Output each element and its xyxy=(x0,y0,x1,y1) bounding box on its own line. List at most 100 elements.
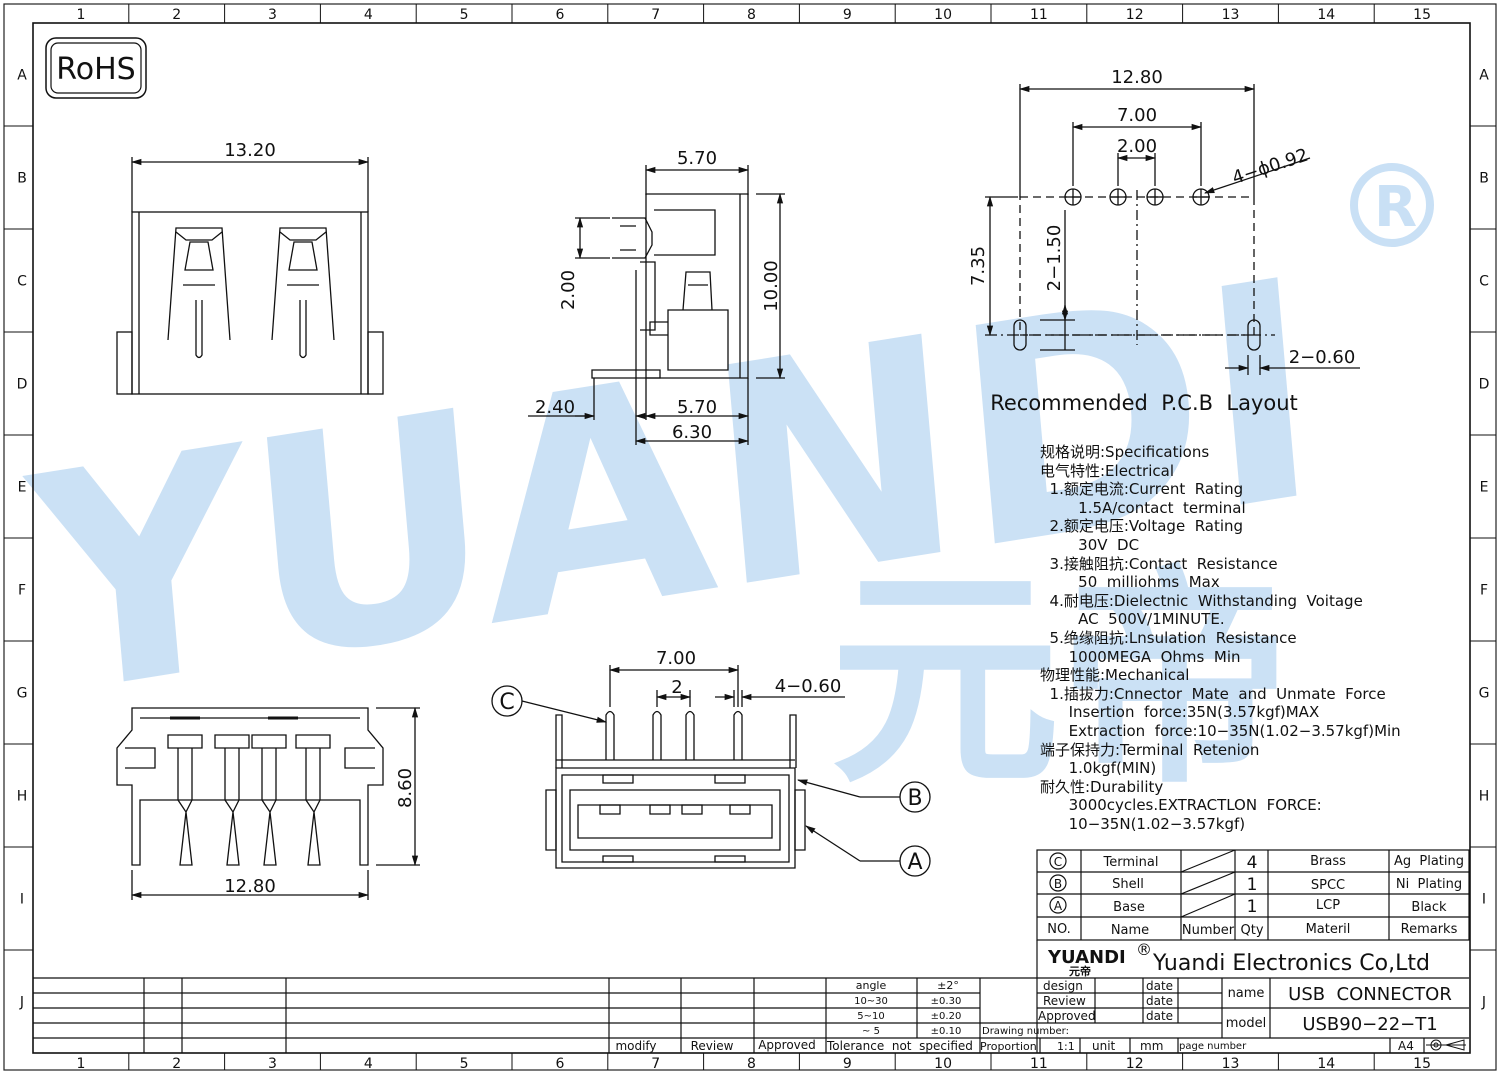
pcb-inner-pitch-dim: 2.00 xyxy=(1117,136,1157,157)
spec-line: 1.插拔力:Cnnector Mate and Unmate Force xyxy=(1040,684,1386,703)
grid-label: 15 xyxy=(1413,7,1431,23)
tolerance-label: Tolerance not specified xyxy=(826,1039,973,1053)
pcb-holes-dim: 4−ϕ0.92 xyxy=(1230,145,1311,189)
spec-line: 30V DC xyxy=(1040,535,1140,554)
grid-label: 10 xyxy=(934,7,952,23)
grid-label: 1 xyxy=(76,7,85,23)
tolerance-2-label: 5~10 xyxy=(857,1011,884,1022)
grid-label: 14 xyxy=(1317,1056,1335,1072)
grid-ticks xyxy=(4,4,1496,1070)
pcb-caption: Recommended P.C.B Layout xyxy=(990,391,1298,415)
model-label: model xyxy=(1226,1016,1266,1031)
rohs-badge: RoHS xyxy=(45,37,147,99)
grid-label: 8 xyxy=(747,7,756,23)
grid-label: H xyxy=(1479,789,1490,805)
top-width-dim: 13.20 xyxy=(224,140,276,161)
bom-row-c-material: Brass xyxy=(1310,854,1346,869)
front-view xyxy=(116,706,420,900)
page-number-label: page number xyxy=(1179,1041,1247,1052)
bom-row-c-qty: 4 xyxy=(1247,853,1258,873)
rear-inner-dim: 2 xyxy=(671,677,682,698)
grid-label: 15 xyxy=(1413,1056,1431,1072)
bom-row-a-no: A xyxy=(1054,899,1063,913)
spec-line: Insertion force:35N(3.57kgf)MAX xyxy=(1040,703,1320,722)
grid-label: 7 xyxy=(651,7,660,23)
bom-header-name: Name xyxy=(1111,923,1149,938)
grid-label: 2 xyxy=(172,1056,181,1072)
unit-value: mm xyxy=(1140,1039,1163,1053)
callout-c-label: C xyxy=(499,690,514,715)
side-height-dim: 10.00 xyxy=(761,260,782,312)
grid-label: 9 xyxy=(843,1056,852,1072)
grid-label: 4 xyxy=(364,1056,373,1072)
drawing-number-label: Drawing number: xyxy=(982,1026,1069,1037)
unit-label: unit xyxy=(1092,1039,1116,1053)
spec-line: 规格说明:Specifications xyxy=(1040,443,1210,461)
bom-row-b-remarks: Ni Plating xyxy=(1396,877,1462,892)
watermark-cjk: 元帝 xyxy=(830,548,1290,815)
grid-label: 6 xyxy=(555,7,564,23)
grid-label: B xyxy=(17,171,27,187)
bom-row-b-material: SPCC xyxy=(1311,878,1345,893)
date-label-1: date xyxy=(1146,979,1173,993)
grid-label: F xyxy=(18,583,26,599)
callout-b-label: B xyxy=(907,786,922,811)
bom-header-remarks: Remarks xyxy=(1401,922,1458,937)
spec-line: 1.5A/contact terminal xyxy=(1040,498,1246,517)
spec-line: 1000MEGA Ohms Min xyxy=(1040,647,1241,666)
grid-label: F xyxy=(1480,583,1488,599)
side-left-dim: 2.40 xyxy=(535,397,575,418)
side-view xyxy=(528,165,785,445)
spec-line: 电气特性:Electrical xyxy=(1040,461,1174,480)
date-label-3: date xyxy=(1146,1009,1173,1023)
front-height-dim: 8.60 xyxy=(395,768,416,808)
model-value: USB90−22−T1 xyxy=(1302,1014,1437,1035)
pcb-slot-width-dim: 2−0.60 xyxy=(1289,347,1356,368)
bom-row-b-name: Shell xyxy=(1112,877,1144,892)
rear-view xyxy=(491,665,931,877)
tolerance-1-label: 10~30 xyxy=(854,996,888,1007)
outer-border xyxy=(3,3,1497,1071)
spec-line: 端子保持力:Terminal Retenion xyxy=(1040,740,1260,759)
grid-label: 6 xyxy=(555,1056,564,1072)
pcb-layout xyxy=(985,84,1360,375)
grid-label: G xyxy=(17,686,28,702)
grid-label: 5 xyxy=(460,7,469,23)
grid-label: J xyxy=(19,995,24,1011)
grid-label: 12 xyxy=(1126,1056,1144,1072)
bom-row-a-remarks: Black xyxy=(1411,900,1447,915)
grid-label: A xyxy=(17,68,27,84)
spec-line: 1.额定电流:Current Rating xyxy=(1040,480,1244,499)
logo-text: YUANDI xyxy=(1047,947,1126,968)
title-block-text: YUANDI 元帝 ® Yuandi Electronics Co,Ltd de… xyxy=(615,940,1451,1053)
grid-label: 10 xyxy=(934,1056,952,1072)
rear-pitch-dim: 7.00 xyxy=(656,648,696,669)
bom-header-qty: Qty xyxy=(1240,923,1263,938)
review-label: Review xyxy=(1043,994,1086,1008)
pcb-width-dim: 12.80 xyxy=(1111,67,1163,88)
grid-label: I xyxy=(20,892,24,908)
grid-label: 1 xyxy=(76,1056,85,1072)
grid-label: 11 xyxy=(1030,1056,1048,1072)
grid-label: H xyxy=(17,789,28,805)
tolerance-3-label: ~ 5 xyxy=(862,1026,880,1037)
grid-label: C xyxy=(1479,274,1489,290)
bom-row-b-no: B xyxy=(1054,877,1062,891)
watermark-registered-circle xyxy=(1350,163,1434,247)
title-block xyxy=(33,940,1469,1053)
grid-label: 2 xyxy=(172,7,181,23)
tolerance-angle-label: angle xyxy=(856,979,887,992)
rear-pins-dim: 4−0.60 xyxy=(775,676,842,697)
bom-row-c-name: Terminal xyxy=(1103,855,1159,870)
pcb-outer-pitch-dim: 7.00 xyxy=(1117,105,1157,126)
tolerance-angle-value: ±2° xyxy=(937,979,959,992)
grid-label: 8 xyxy=(747,1056,756,1072)
approved-label: Approved xyxy=(1038,1009,1096,1023)
grid-label: G xyxy=(1479,686,1490,702)
bom-row-a-name: Base xyxy=(1113,900,1145,915)
front-width-dim: 12.80 xyxy=(224,876,276,897)
pcb-height-dim: 7.35 xyxy=(968,246,989,286)
watermark-registered-letter: R xyxy=(1374,175,1417,240)
